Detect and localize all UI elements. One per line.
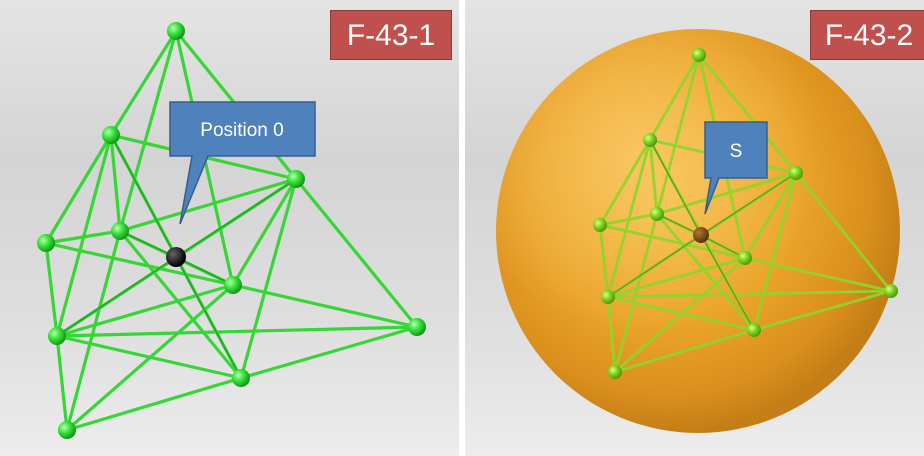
lattice-inner-edge [656, 213, 702, 236]
lattice-inner-edge [175, 178, 297, 258]
figure-tag-f-43-1: F-43-1 [330, 10, 452, 60]
callout-label-s: S [730, 141, 743, 162]
lattice-edge [794, 171, 893, 293]
lattice-inner-edge [56, 256, 177, 337]
lattice-edge [44, 241, 235, 287]
lattice-edge [65, 376, 243, 432]
lattice-edge [55, 334, 243, 380]
lattice-node [408, 318, 426, 336]
lattice-edge [613, 328, 756, 374]
lattice-nodes [37, 22, 426, 439]
lattice-edge [743, 256, 893, 293]
lattice-inner-edge [700, 234, 746, 259]
lattice-edge [655, 53, 701, 216]
lattice-edge [239, 177, 298, 380]
lattice-edge [55, 283, 235, 338]
lattice-edge [65, 229, 122, 432]
figure-tag-f-43-2: F-43-2 [810, 10, 924, 60]
lattice-edge [118, 177, 298, 233]
lattice-edge [239, 325, 419, 380]
lattice-node [884, 284, 898, 298]
lattice-node [58, 421, 76, 439]
lattice-node [650, 207, 664, 221]
lattice-edge [598, 138, 652, 227]
lattice-edge [44, 133, 113, 245]
lattice-edge [231, 177, 298, 287]
lattice-inner-edges [607, 139, 797, 331]
lattice-edge [109, 29, 178, 137]
lattice-edge [655, 171, 798, 216]
lattice-edge [613, 212, 659, 374]
lattice-edge [118, 29, 178, 233]
lattice-inner-edge [175, 256, 242, 379]
lattice-edge [606, 289, 893, 299]
lattice-edge [598, 212, 659, 227]
lattice-diagram-right: S [496, 29, 900, 433]
lattice-edge [598, 223, 610, 299]
lattice-inner-edge [649, 139, 702, 236]
lattice-edge [598, 223, 747, 260]
lattice-edge [613, 256, 747, 374]
lattice-node [232, 369, 250, 387]
lattice-node [224, 276, 242, 294]
lattice-edge [606, 295, 756, 332]
lattice-edge [109, 133, 122, 233]
lattice-node [593, 218, 607, 232]
lattice-inner-edge [700, 234, 755, 331]
callout-s: S [704, 121, 768, 215]
lattice-inner-edges [56, 134, 297, 379]
lattice-node [167, 22, 185, 40]
lattice-edge [648, 53, 701, 142]
lattice-edge [44, 229, 122, 245]
lattice-node [643, 133, 657, 147]
lattice-edge [752, 289, 893, 332]
lattice-edges [44, 29, 419, 432]
lattice-node [789, 166, 803, 180]
lattice-inner-edge [110, 134, 177, 258]
lattice-edge [648, 138, 659, 216]
lattice-edge [55, 325, 419, 338]
lattice-node [48, 327, 66, 345]
lattice-node [692, 48, 706, 62]
lattice-edge [294, 177, 419, 329]
panel-f-43-1: Position 0 F-43-1 [0, 0, 459, 456]
lattice-inner-edge [607, 234, 702, 298]
lattice-inner-edge [700, 172, 797, 236]
callout-position-0: Position 0 [169, 101, 316, 225]
lattice-node [37, 234, 55, 252]
lattice-edge [697, 53, 798, 175]
lattice-edge [55, 334, 69, 432]
callout-label-position-0: Position 0 [200, 120, 283, 141]
lattice-edge [44, 241, 59, 338]
lattice-node [608, 365, 622, 379]
lattice-edge [118, 229, 243, 380]
lattice-edge [752, 171, 798, 332]
lattice-node [287, 170, 305, 188]
lattice-node [747, 323, 761, 337]
lattice-nodes [593, 48, 898, 379]
lattice-node [601, 290, 615, 304]
center-point-position-0 [166, 247, 186, 267]
lattice-edge [606, 256, 747, 299]
lattice-edge [743, 171, 798, 260]
lattice-diagram-left: Position 0 [37, 22, 426, 439]
lattice-inner-edge [119, 230, 177, 258]
lattice-edge [655, 212, 756, 332]
lattice-edge [231, 283, 419, 329]
panel-f-43-2: S F-43-2 [465, 0, 924, 456]
lattice-node [102, 126, 120, 144]
lattice-edge [606, 295, 617, 374]
center-point-s [693, 227, 709, 243]
lattice-node [111, 222, 129, 240]
lattice-node [738, 251, 752, 265]
lattice-inner-edge [175, 256, 234, 286]
